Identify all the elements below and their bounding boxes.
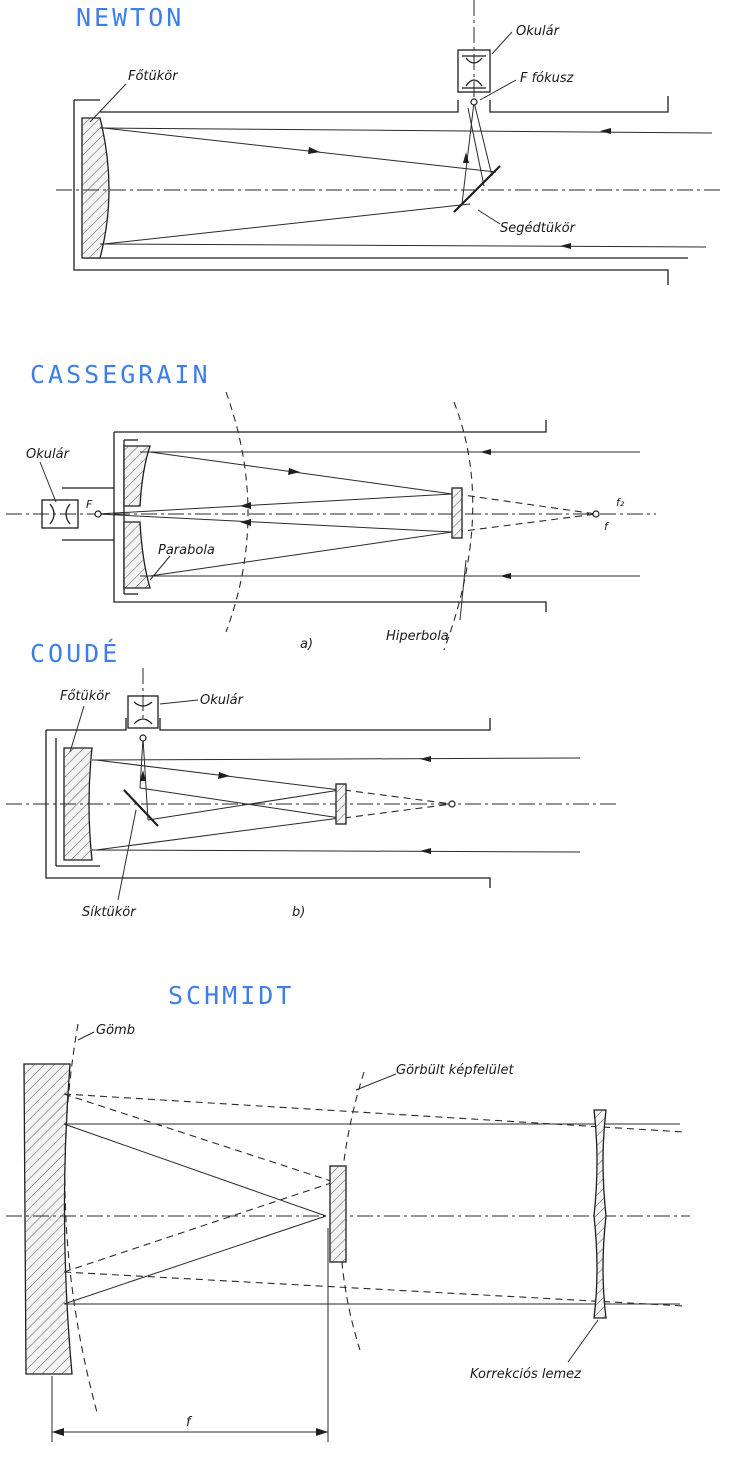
- schmidt-sphere-arc: [64, 1023, 99, 1417]
- coude-flat-mirror: [123, 789, 159, 827]
- schmidt-corrector-label: Korrekciós lemez: [470, 1367, 582, 1382]
- cassegrain-f2-label: f₂: [616, 496, 625, 509]
- newton-title: NEWTON: [76, 3, 184, 32]
- schmidt-focal-length-label: f: [186, 1415, 193, 1430]
- cassegrain-subfigure-label: a): [300, 637, 313, 652]
- schmidt-curved-surface-label: Görbült képfelület: [396, 1063, 515, 1078]
- cassegrain-parabola-label: Parabola: [158, 543, 215, 558]
- cassegrain-diagram: CASSEGRAIN: [6, 360, 656, 652]
- newton-focus-point: [470, 98, 478, 106]
- cassegrain-F-label: F: [86, 498, 93, 511]
- coude-primary-label: Főtükör: [60, 689, 111, 704]
- schmidt-title: SCHMIDT: [168, 981, 294, 1010]
- newton-eyepiece-label: Okulár: [516, 24, 561, 39]
- newton-tube-bottom: [73, 100, 669, 285]
- newton-tube-top-left: [100, 100, 459, 113]
- coude-flat-label: Síktükör: [82, 905, 137, 920]
- schmidt-sphere-label: Gömb: [96, 1023, 135, 1038]
- newton-tube-top-right: [489, 96, 669, 113]
- coude-eyepiece: [127, 695, 159, 742]
- cassegrain-f-label: f: [604, 520, 610, 533]
- cassegrain-sphere-arc: [225, 391, 249, 633]
- newton-focus-label: F fókusz: [520, 71, 575, 86]
- cassegrain-eyepiece-label: Okulár: [26, 447, 71, 462]
- coude-title: COUDÉ: [30, 639, 120, 668]
- cassegrain-focus-f: [592, 510, 600, 518]
- cassegrain-hyperbola-label: Hiperbola: [386, 629, 449, 644]
- coude-eyepiece-label: Okulár: [200, 693, 245, 708]
- cassegrain-eyepiece: [41, 499, 102, 529]
- coude-subfigure-label: b): [292, 905, 305, 920]
- schmidt-diagram: SCHMIDT Gö: [6, 981, 690, 1442]
- coude-diagram: COUDÉ: [6, 639, 616, 920]
- newton-diagram: NEWTON: [56, 0, 724, 285]
- cassegrain-title: CASSEGRAIN: [30, 360, 211, 389]
- newton-primary-label: Főtükör: [128, 69, 179, 84]
- cassegrain-hyperbola-arc: [443, 401, 474, 651]
- newton-eyepiece: [457, 49, 491, 106]
- newton-secondary-label: Segédtükör: [500, 221, 577, 236]
- newton-secondary-mirror: [453, 165, 501, 213]
